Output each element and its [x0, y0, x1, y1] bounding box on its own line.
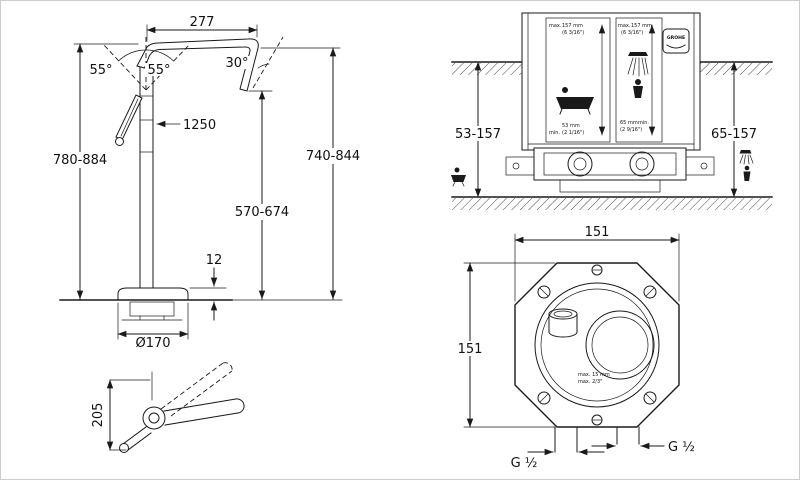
installation-section-view: GROHE max. 157 mm (6 3/16") min. 53 mm (…: [451, 12, 773, 210]
bathtub-icon-small: [451, 167, 466, 187]
angle-handle-right-label: 55°: [147, 63, 170, 78]
right-panel-min-mm: 65 mm: [620, 120, 638, 126]
faucet-dimension-lines: [73, 24, 341, 340]
faucet-plan-outline: [119, 362, 245, 453]
dim-depth-left-label: 53-157: [455, 127, 501, 142]
dim-depth-label: 205: [91, 403, 106, 428]
left-panel-min-in: (2 1/16"): [562, 130, 584, 136]
faucet-plan-view: 205: [91, 362, 245, 453]
left-panel-min-mm: 53 mm: [562, 123, 580, 129]
right-panel-min-label: min.: [638, 120, 649, 126]
thread-right-label: G ½: [668, 440, 695, 455]
panel-labels: max. 157 mm (6 3/16") min. 53 mm (2 1/16…: [549, 23, 652, 136]
faucet-outline: [59, 38, 343, 321]
dim-outlet-height-label: 570-674: [235, 205, 289, 220]
dim-hose-length-label: 1250: [183, 118, 216, 133]
note-line2: max. 2/3": [578, 379, 602, 385]
grohe-logo: GROHE: [662, 28, 690, 54]
dim-depth-right-label: 65-157: [711, 127, 757, 142]
rough-in-dimensions: 151 151 G ½ G ½ max. 15 mm max. 2/3": [452, 225, 695, 471]
note-line1: max. 15 mm: [578, 372, 610, 378]
angle-handle-left-label: 55°: [89, 63, 112, 78]
dim-base-plate-height-label: 12: [206, 253, 223, 268]
right-panel-max-label: max.: [618, 23, 631, 29]
floor-section: [451, 61, 773, 210]
dim-base-diameter-label: Ø170: [135, 336, 170, 351]
dim-spout-width-label: 277: [190, 15, 215, 30]
installation-dimensions: 53-157 65-157: [452, 61, 760, 198]
right-panel-max-mm: 157 mm: [631, 23, 652, 29]
left-panel-max-label: max.: [549, 23, 562, 29]
left-panel-max-in: (6 3/16"): [562, 30, 584, 36]
rough-in-body-section: [505, 147, 715, 193]
faucet-dimension-labels: 780-884 740-844 570-674 277 55° 55° 30° …: [48, 15, 365, 351]
shower-icon-small: [739, 150, 754, 181]
right-panel-min-in: (2 9/16"): [620, 127, 642, 133]
faucet-angle-references: [102, 36, 284, 91]
installation-box: [521, 12, 701, 151]
right-panel-max-in: (6 3/16"): [621, 30, 643, 36]
rough-in-flange: [514, 262, 680, 453]
grohe-logo-text: GROHE: [667, 35, 685, 41]
dim-width-label: 151: [585, 225, 610, 240]
dim-total-height-right-label: 740-844: [306, 149, 360, 164]
shower-icon: [627, 52, 649, 98]
left-panel-min-label: min.: [549, 130, 560, 136]
rough-in-plan-view: 151 151 G ½ G ½ max. 15 mm max. 2/3": [452, 225, 695, 471]
angle-spout-label: 30°: [225, 56, 248, 71]
faucet-side-view: 780-884 740-844 570-674 277 55° 55° 30° …: [48, 15, 365, 351]
bathtub-icon: [556, 87, 594, 115]
left-panel-max-mm: 157 mm: [562, 23, 583, 29]
dim-height-label: 151: [458, 342, 483, 357]
thread-left-label: G ½: [511, 456, 538, 471]
dim-total-height-left-label: 780-884: [53, 153, 107, 168]
faucet-plan-dimensions: 205: [91, 379, 151, 451]
